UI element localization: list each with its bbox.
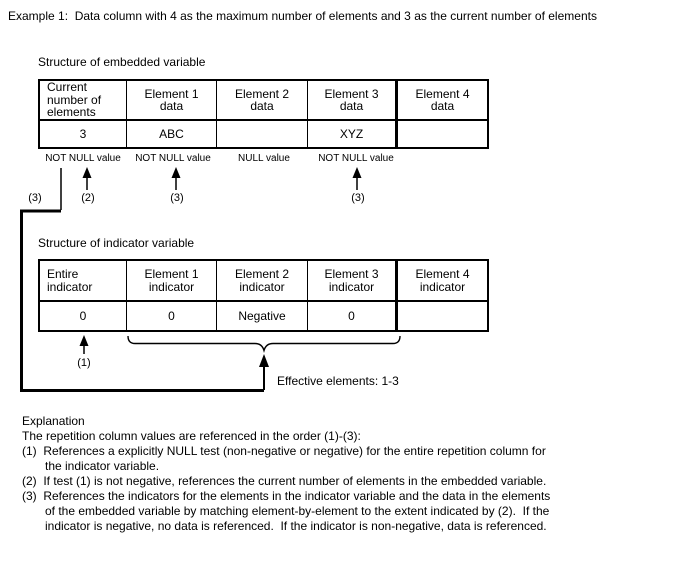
embedded-value-element3: XYZ bbox=[308, 121, 398, 147]
explanation-block: Explanation The repetition column values… bbox=[22, 414, 550, 534]
embedded-variable-table: Current number of elements Element 1 dat… bbox=[38, 79, 489, 149]
indicator-header-element1: Element 1 indicator bbox=[127, 261, 217, 302]
indicator-header-element3: Element 3 indicator bbox=[308, 261, 398, 302]
null-annotation-current-count: NOT NULL value bbox=[45, 153, 121, 164]
step-label-3-element1: (3) bbox=[170, 192, 184, 204]
embedded-header-current-count: Current number of elements bbox=[40, 81, 127, 121]
arrow-up-icon-step3-element1 bbox=[171, 167, 181, 190]
step-label-2: (2) bbox=[81, 192, 95, 204]
explanation-intro: The repetition column values are referen… bbox=[22, 429, 361, 443]
indicator-variable-section-label: Structure of indicator variable bbox=[38, 236, 195, 250]
embedded-variable-section-label: Structure of embedded variable bbox=[38, 55, 206, 69]
explanation-item-2: (2) If test (1) is not negative, referen… bbox=[22, 474, 547, 488]
indicator-value-element1: 0 bbox=[127, 302, 217, 330]
arrow-up-icon-step3-element3 bbox=[352, 167, 362, 190]
indicator-value-entire: 0 bbox=[40, 302, 127, 330]
indicator-variable-table: Entire indicator Element 1 indicator Ele… bbox=[38, 259, 489, 332]
explanation-heading: Explanation bbox=[22, 414, 85, 428]
arrow-up-icon-effective bbox=[259, 354, 269, 367]
null-annotation-element1: NOT NULL value bbox=[135, 153, 211, 164]
explanation-item-3: (3) References the indicators for the el… bbox=[22, 489, 551, 503]
step-label-1: (1) bbox=[77, 357, 91, 369]
figure-title: Example 1: Data column with 4 as the max… bbox=[8, 9, 597, 23]
embedded-header-element4: Element 4 data bbox=[398, 81, 487, 121]
step-label-3-left: (3) bbox=[28, 192, 42, 204]
null-annotation-element2: NULL value bbox=[238, 153, 290, 164]
embedded-value-current-count: 3 bbox=[40, 121, 127, 147]
indicator-value-element3: 0 bbox=[308, 302, 398, 330]
step-label-3-element3: (3) bbox=[351, 192, 365, 204]
arrow-up-icon-step2 bbox=[82, 167, 92, 190]
embedded-value-element4 bbox=[398, 121, 487, 147]
embedded-header-element3: Element 3 data bbox=[308, 81, 398, 121]
explanation-item-1-cont: the indicator variable. bbox=[45, 459, 160, 473]
indicator-header-element2: Element 2 indicator bbox=[217, 261, 308, 302]
indicator-value-element2: Negative bbox=[217, 302, 308, 330]
arrow-up-icon-step1 bbox=[79, 335, 89, 354]
embedded-value-element1: ABC bbox=[127, 121, 217, 147]
explanation-item-3-cont1: of the embedded variable by matching ele… bbox=[45, 504, 550, 518]
indicator-header-entire: Entire indicator bbox=[40, 261, 127, 302]
brace-elements-1-3 bbox=[127, 335, 401, 354]
indicator-header-element4: Element 4 indicator bbox=[398, 261, 487, 302]
embedded-header-element1: Element 1 data bbox=[127, 81, 217, 121]
null-annotation-element3: NOT NULL value bbox=[318, 153, 394, 164]
embedded-header-element2: Element 2 data bbox=[217, 81, 308, 121]
explanation-item-1: (1) References a explicitly NULL test (n… bbox=[22, 444, 546, 458]
explanation-item-3-cont2: indicator is negative, no data is refere… bbox=[45, 519, 547, 533]
embedded-value-element2 bbox=[217, 121, 308, 147]
effective-elements-label: Effective elements: 1-3 bbox=[277, 374, 399, 388]
indicator-value-element4 bbox=[398, 302, 487, 330]
